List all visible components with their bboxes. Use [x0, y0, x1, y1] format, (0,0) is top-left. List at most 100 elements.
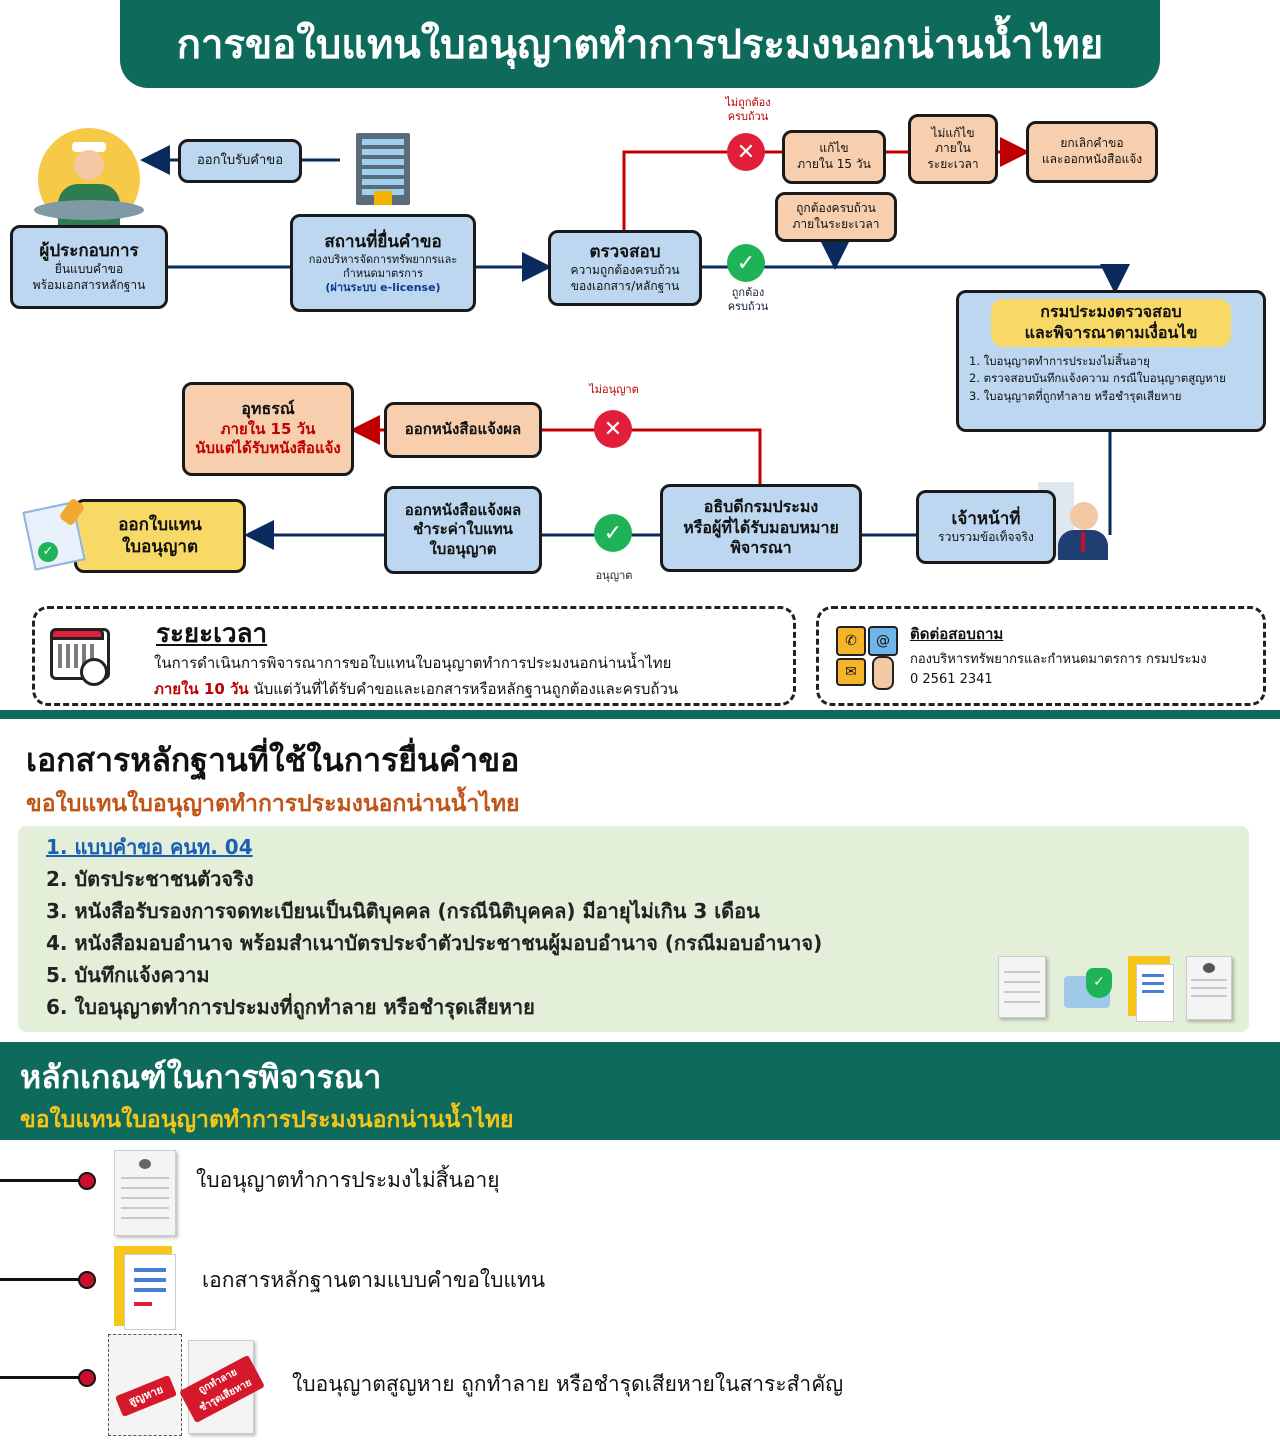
document-item: 5. บันทึกแจ้งความ [46, 963, 210, 987]
document-form-link[interactable]: 1. แบบคำขอ คนท. 04 [46, 835, 253, 859]
at-icon: @ [868, 626, 898, 656]
contact-org: กองบริหารทรัพยากรและกำหนดมาตรการ กรมประม… [910, 652, 1207, 667]
duration-line1: ในการดำเนินการพิจารณาการขอใบแทนใบอนุญาตท… [154, 654, 672, 672]
certificate-icon: ✓ [22, 497, 86, 571]
fixed-line2: ภายในระยะเวลา [792, 217, 880, 231]
building-icon [348, 133, 418, 205]
documents-subheading: ขอใบแทนใบอนุญาตทำการประมงนอกน่านน้ำไทย [26, 791, 520, 817]
file-icon [114, 1246, 176, 1330]
duration-line2: ภายใน 10 วัน นับแต่วันที่ได้รับคำขอและเอ… [154, 677, 678, 701]
damaged-license-icon: ถูกทำลาย ชำรุดเสียหาย [179, 1340, 265, 1434]
incomplete-label: ไม่ถูกต้อง ครบถ้วน [708, 96, 788, 125]
stamp-damaged: ถูกทำลาย ชำรุดเสียหาย [179, 1354, 265, 1424]
document-icons: ✓ [998, 954, 1238, 1024]
issue-line2: ใบอนุญาต [122, 537, 198, 557]
receipt-box: ออกใบรับคำขอ [178, 139, 302, 183]
criteria-item: เอกสารหลักฐานตามแบบคำขอใบแทน [202, 1268, 546, 1292]
officer-box: เจ้าหน้าที่ รวบรวมข้อเท็จจริง [916, 490, 1056, 564]
document-item: 4. หนังสือมอบอำนาจ พร้อมสำเนาบัตรประจำตั… [46, 931, 823, 955]
officer-title: เจ้าหน้าที่ [951, 509, 1021, 530]
criteria-subheading: ขอใบแทนใบอนุญาตทำการประมงนอกน่านน้ำไทย [20, 1107, 514, 1133]
operator-box: ผู้ประกอบการ ยื่นแบบคำขอ พร้อมเอกสารหลัก… [10, 225, 168, 309]
criteria-header: หลักเกณฑ์ในการพิจารณา ขอใบแทนใบอนุญาตทำก… [0, 1042, 1280, 1140]
notify-pay-line2: ชำระค่าใบแทน [413, 520, 513, 539]
nofix-box: ไม่แก้ไข ภายใน ระยะเวลา [908, 114, 998, 184]
fix-line1: แก้ไข [819, 141, 849, 156]
contact-icon: ✆ @ ✉ [836, 626, 900, 690]
notify-pay-line1: ออกหนังสือแจ้งผล [404, 500, 522, 519]
stamp-lost: สูญหาย [114, 1374, 178, 1418]
contact-phone[interactable]: 0 2561 2341 [910, 672, 993, 687]
office-title: สถานที่ยื่นคำขอ [324, 231, 442, 252]
license-document-icon [1186, 956, 1232, 1020]
complete-label-line1: ถูกต้อง [731, 286, 765, 299]
operator-sub2: พร้อมเอกสารหลักฐาน [32, 278, 146, 293]
notify-pay-line3: ใบอนุญาต [429, 539, 497, 558]
dept-item: 2. ตรวจสอบบันทึกแจ้งความ กรณีใบอนุญาตสูญ… [969, 371, 1226, 386]
appeal-line3: นับแต่ได้รับหนังสือแจ้ง [195, 439, 341, 458]
x-icon: ✕ [727, 133, 765, 171]
cancel-box: ยกเลิกคำขอ และออกหนังสือแจ้ง [1026, 121, 1158, 183]
document-item: 3. หนังสือรับรองการจดทะเบียนเป็นนิติบุคค… [46, 899, 760, 923]
x-icon: ✕ [594, 410, 632, 448]
nofix-line2: ภายใน [935, 141, 971, 156]
mail-icon: ✉ [836, 658, 866, 686]
lost-license-icon: สูญหาย [108, 1334, 182, 1436]
dept-title-line1: กรมประมงตรวจสอบ [1040, 302, 1182, 321]
office-sub1: กองบริหารจัดการทรัพยากรและ [308, 252, 458, 266]
criteria-item: ใบอนุญาตสูญหาย ถูกทำลาย หรือชำรุดเสียหาย… [292, 1372, 844, 1396]
check-box: ตรวจสอบ ความถูกต้องครบถ้วน ของเอกสาร/หลั… [548, 230, 702, 306]
check-icon: ✓ [727, 244, 765, 282]
document-item: 2. บัตรประชาชนตัวจริง [46, 867, 254, 891]
denied-label: ไม่อนุญาต [589, 383, 639, 396]
license-document-icon [114, 1150, 176, 1236]
cancel-line2: และออกหนังสือแจ้ง [1041, 152, 1143, 166]
criteria-item: ใบอนุญาตทำการประมงไม่สิ้นอายุ [196, 1168, 500, 1192]
director-line1: อธิบดีกรมประมง [703, 496, 819, 516]
cancel-line1: ยกเลิกคำขอ [1060, 136, 1124, 151]
director-line2: หรือผู้ที่ได้รับมอบหมาย [683, 517, 839, 537]
duration-line2-red: ภายใน 10 วัน [154, 680, 249, 698]
office-sub2: กำหนดมาตรการ [343, 266, 423, 280]
shield-icon: ✓ [1086, 968, 1112, 998]
nofix-line1: ไม่แก้ไข [931, 125, 975, 140]
page-title: การขอใบแทนใบอนุญาตทำการประมงนอกน่านน้ำไท… [120, 0, 1160, 88]
duration-panel [32, 606, 796, 706]
document-item: 6. ใบอนุญาตทำการประมงที่ถูกทำลาย หรือชำร… [46, 995, 535, 1019]
notify-pay-box: ออกหนังสือแจ้งผล ชำระค่าใบแทน ใบอนุญาต [384, 486, 542, 574]
phone-icon: ✆ [836, 626, 866, 656]
operator-sub1: ยื่นแบบคำขอ [54, 262, 124, 277]
check-title: ตรวจสอบ [589, 242, 661, 263]
criteria-connector [0, 1376, 80, 1379]
fixed-box: ถูกต้องครบถ้วน ภายในระยะเวลา [775, 192, 897, 242]
complete-label-line2: ครบถ้วน [727, 300, 769, 314]
office-sub3: (ผ่านระบบ e-license) [325, 281, 441, 295]
receipt-label: ออกใบรับคำขอ [196, 152, 283, 168]
complete-label: ถูกต้อง ครบถ้วน [708, 286, 788, 315]
notepad-icon [998, 956, 1046, 1018]
dept-title-line2: และพิจารณาตามเงื่อนไข [1024, 322, 1198, 342]
dept-item: 3. ใบอนุญาตที่ถูกทำลาย หรือชำรุดเสียหาย [969, 389, 1182, 404]
dept-list: 1. ใบอนุญาตทำการประมงไม่สิ้นอายุ 2. ตรวจ… [959, 347, 1226, 406]
criteria-bullet [78, 1271, 96, 1289]
calendar-clock-icon [50, 624, 110, 686]
criteria-bullet [78, 1369, 96, 1387]
incomplete-label-line1: ไม่ถูกต้อง [725, 96, 771, 109]
approved-label: อนุญาต [595, 569, 633, 582]
issue-license-box: ออกใบแทน ใบอนุญาต [74, 499, 246, 573]
operator-title: ผู้ประกอบการ [39, 241, 139, 262]
notify-result-box: ออกหนังสือแจ้งผล [384, 402, 542, 458]
appeal-box: อุทธรณ์ ภายใน 15 วัน นับแต่ได้รับหนังสือ… [182, 382, 354, 476]
nofix-line3: ระยะเวลา [927, 156, 979, 171]
hand-icon [872, 656, 894, 690]
check-sub2: ของเอกสาร/หลักฐาน [570, 279, 680, 294]
documents-heading: เอกสารหลักฐานที่ใช้ในการยื่นคำขอ [26, 741, 520, 779]
officer-sub: รวบรวมข้อเท็จจริง [938, 530, 1034, 545]
dept-box: กรมประมงตรวจสอบ และพิจารณาตามเงื่อนไข 1.… [956, 290, 1266, 432]
fix-line2: ภายใน 15 วัน [797, 157, 871, 171]
criteria-connector [0, 1179, 80, 1182]
check-sub1: ความถูกต้องครบถ้วน [570, 263, 680, 278]
dept-heading: กรมประมงตรวจสอบ และพิจารณาตามเงื่อนไข [991, 299, 1231, 347]
appeal-line1: อุทธรณ์ [241, 399, 295, 419]
director-box: อธิบดีกรมประมง หรือผู้ที่ได้รับมอบหมาย พ… [660, 484, 862, 572]
